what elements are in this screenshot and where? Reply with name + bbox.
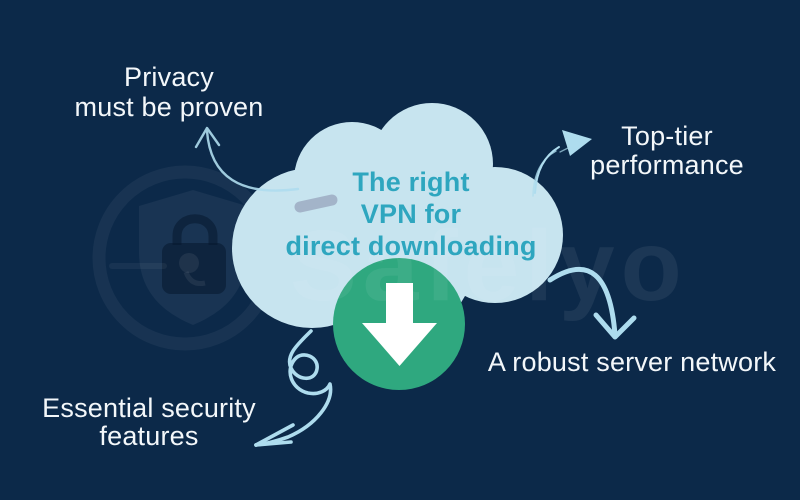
security-arrowhead — [254, 440, 293, 447]
privacy-arrow — [194, 126, 300, 192]
arrows-layer — [194, 126, 637, 447]
security-arrow-loop — [254, 329, 333, 447]
server-label-line-1: A robust server network — [487, 347, 777, 377]
performance-label: Top-tier performance — [537, 122, 797, 180]
cloud-title-line-3: direct downloading — [285, 231, 537, 261]
performance-label-line-2: performance — [590, 150, 744, 180]
security-arrowhead — [254, 423, 295, 447]
privacy-arrowhead — [194, 126, 221, 149]
privacy-label-line-2: must be proven — [74, 92, 264, 122]
security-arrow — [254, 329, 333, 447]
privacy-label-line-1: Privacy — [124, 62, 214, 92]
keyhole-icon — [179, 253, 199, 273]
server-arrow-line — [547, 267, 618, 338]
cloud-title-line-1: The right — [352, 167, 470, 197]
watermark-text: Safelyo — [290, 210, 688, 322]
cloud-highlight-dash — [294, 194, 338, 213]
security-label-line-1: Essential security — [42, 393, 256, 423]
server-arrowhead — [593, 312, 637, 340]
download-arrow-icon — [362, 283, 437, 366]
performance-label-line-1: Top-tier — [621, 121, 713, 151]
keyhole-tail — [183, 271, 206, 286]
padlock-body-icon — [162, 243, 226, 294]
performance-arrow — [532, 130, 592, 197]
cloud-title: The right VPN for direct downloading — [251, 166, 571, 262]
performance-arrow-line — [532, 150, 557, 197]
watermark-logo — [92, 165, 278, 351]
performance-arrowhead-sketch — [559, 138, 587, 153]
security-label-line-2: features — [99, 421, 199, 451]
cloud-title-line-2: VPN for — [360, 199, 462, 229]
server-arrow — [547, 267, 637, 340]
server-label: A robust server network — [457, 347, 800, 377]
security-label: Essential security features — [0, 394, 298, 450]
padlock-shackle-icon — [172, 214, 218, 245]
privacy-arrow-line — [205, 129, 300, 192]
performance-arrow-line — [534, 146, 560, 194]
download-badge — [333, 258, 465, 390]
privacy-label: Privacy must be proven — [19, 62, 319, 122]
